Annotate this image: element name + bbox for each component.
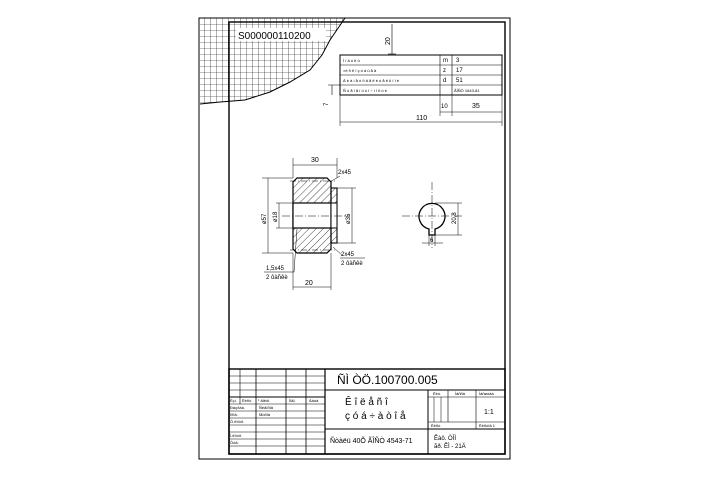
param-val-2: 17 — [456, 68, 463, 74]
org-line1: Êàô. ÒÌÌ — [434, 434, 456, 442]
dim-57-label: ø57 — [262, 213, 268, 224]
param-sym-2: z — [443, 68, 446, 74]
table-dims: 7 10 35 110 — [324, 84, 503, 126]
dim-35-dia-label: ø35 — [346, 213, 352, 224]
dim-20-label: 20 — [385, 37, 392, 45]
designation: ÑÌ ÒÖ.100700.005 — [337, 372, 438, 387]
row-list: Ëèñò — [242, 398, 252, 403]
gear-section: 30 2x45 ø57 ø18 ø35 2x45 2 ôàñêè — [262, 157, 365, 290]
param-sym-1: m — [443, 58, 448, 64]
sheet-border — [198, 17, 511, 460]
param-name-3: Ä è à ì å ò ð ä å ë è ò å ë ü í î é — [343, 78, 400, 83]
dim-35-label: 35 — [472, 103, 480, 110]
param-val-4: ÃÎÑÒ 1643-81 — [454, 88, 480, 93]
two-faces-a: 2 ôàñêè — [341, 261, 363, 267]
person-2: Ïåòðîâ — [259, 412, 271, 417]
dim-110-label: 110 — [416, 115, 427, 122]
dim-15x45: 1,5x45 — [266, 266, 285, 272]
dim-top: 20 — [385, 24, 396, 55]
person-1: Ñèäîðîâ — [259, 405, 274, 410]
param-name-1: Ì î ä ó ë ü — [343, 58, 360, 63]
col-sheets: Ëèñòîâ 1 — [479, 423, 496, 428]
role-nkontr: Í.êîíòð. — [230, 433, 242, 438]
dim-30-label: 30 — [311, 157, 319, 164]
param-val-1: 3 — [456, 58, 460, 64]
row-ndoc: ¹ äîêóì. — [258, 398, 270, 403]
dim-7-label: 7 — [324, 102, 330, 106]
param-name-4: Ñ ò å ï å í ü ò î ÷ í î ñ ò è — [343, 88, 388, 93]
role-razrab: Ðàçðàá. — [230, 405, 245, 410]
part-name-line1: Ê î ë å ñ î — [345, 395, 389, 408]
role-prov: Ïðîâ. — [230, 412, 238, 417]
col-lit: Ëèò. — [433, 391, 441, 396]
param-val-3: 51 — [456, 78, 463, 84]
param-table: Ì î ä ó ë ü m 3 ×è ñ ë î ç ó á ü å â z 1… — [339, 54, 503, 96]
corner-code: S000000110200 — [238, 31, 311, 42]
two-faces-b: 2 ôàñêè — [266, 275, 288, 281]
param-name-2: ×è ñ ë î ç ó á ü å â — [343, 68, 377, 73]
row-izm: Èçì. — [230, 398, 237, 403]
col-scale: Ìàñøòàá — [479, 391, 494, 396]
scale-val: 1:1 — [484, 409, 494, 416]
row-data: Äàòà — [309, 398, 319, 403]
row-podp: Ïîäï. — [289, 398, 296, 403]
org-line2: ãð. ÊÌ - 21Ä — [434, 442, 466, 450]
material: Ñòàëü 40Õ ÃÎÑÒ 4543-71 — [330, 436, 413, 445]
role-tkontr: Ò.êîíòð. — [230, 419, 244, 424]
param-sym-3: d — [443, 78, 446, 84]
part-name-line2: ç ó á ÷ à ò î å — [345, 410, 406, 422]
dim-2x45-bot: 2x45 — [341, 252, 355, 258]
col-mass: Ìàññà — [455, 391, 466, 396]
keyway-view: 20,8 6 — [402, 182, 464, 248]
dim-208-label: 20,8 — [452, 212, 458, 224]
role-utv: Óòâ. — [230, 440, 239, 445]
dim-20-bottom: 20 — [305, 280, 313, 287]
dim-2x45-top: 2x45 — [338, 170, 352, 176]
dim-10-label: 10 — [441, 104, 448, 110]
grid-corner: S000000110200 — [199, 17, 346, 105]
dim-6-label: 6 — [430, 238, 434, 244]
col-sheet: Ëèñò — [431, 423, 441, 428]
title-block: ÑÌ ÒÖ.100700.005 Ê î ë å ñ î ç ó á ÷ à ò… — [228, 368, 506, 455]
dim-18-label: ø18 — [273, 211, 279, 222]
